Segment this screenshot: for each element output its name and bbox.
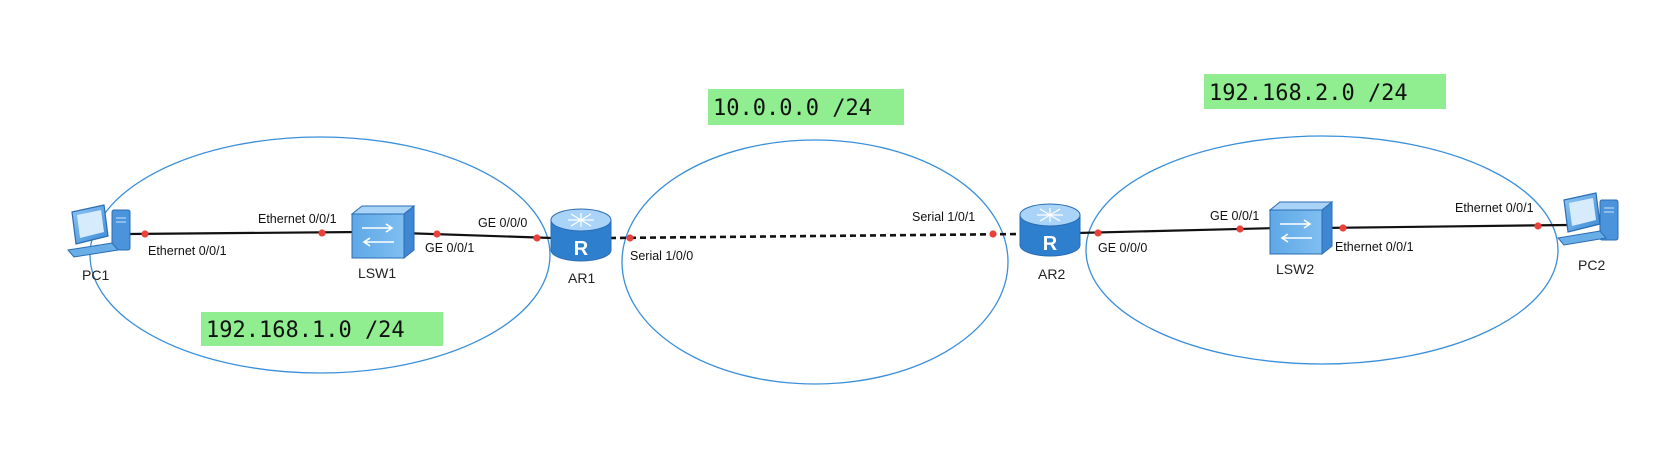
network-label-lan2: 192.168.2.0 /24: [1204, 74, 1446, 109]
device-label-ar2: AR2: [1038, 266, 1065, 282]
port-dot: [626, 234, 634, 242]
port-dot: [318, 229, 326, 237]
device-label-ar1: AR1: [568, 270, 595, 286]
port-dot: [989, 230, 997, 238]
subnet-ring-lan1: [89, 136, 551, 374]
svg-text:R: R: [574, 238, 589, 260]
port-dot: [1094, 229, 1102, 237]
port-label-lsw2-ge001: GE 0/0/1: [1210, 209, 1259, 223]
port-label-pc1: Ethernet 0/0/1: [148, 244, 227, 258]
subnet-ring-wan: [621, 139, 1009, 385]
link-ar2-lsw2: [1076, 226, 1279, 235]
device-lsw1[interactable]: LSW1: [350, 204, 416, 281]
port-dot: [1339, 224, 1347, 232]
port-dot: [433, 230, 441, 238]
port-dot: [1534, 222, 1542, 230]
port-label-lsw2-e001: Ethernet 0/0/1: [1335, 240, 1414, 254]
port-label-lsw1-e001: Ethernet 0/0/1: [258, 212, 337, 226]
switch-icon: [350, 204, 416, 260]
device-ar1[interactable]: R AR1: [550, 208, 612, 286]
port-label-lsw1-ge001: GE 0/0/1: [425, 241, 474, 255]
device-label-lsw2: LSW2: [1276, 261, 1314, 277]
svg-text:R: R: [1043, 233, 1058, 255]
network-label-text: 10.0.0.0 /24: [713, 96, 872, 121]
link-lsw2-pc2: [1319, 223, 1569, 230]
port-dot: [141, 230, 149, 238]
device-label-pc2: PC2: [1578, 257, 1605, 273]
router-icon: R: [1019, 203, 1081, 257]
device-label-lsw1: LSW1: [358, 265, 396, 281]
device-pc2[interactable]: PC2: [1557, 192, 1619, 273]
port-label-ar2-ge000: GE 0/0/0: [1098, 241, 1147, 255]
pc-icon: [1557, 192, 1619, 246]
device-pc1[interactable]: PC1: [67, 204, 131, 283]
device-ar2[interactable]: R AR2: [1019, 203, 1081, 282]
pc-icon: [67, 204, 131, 258]
port-dot: [533, 234, 541, 242]
network-label-text: 192.168.2.0 /24: [1209, 81, 1408, 106]
port-label-ar2-serial: Serial 1/0/1: [912, 210, 975, 224]
port-label-ar1-serial: Serial 1/0/0: [630, 249, 693, 263]
link-lsw1-ar1: [401, 231, 553, 240]
network-label-wan: 10.0.0.0 /24: [708, 89, 904, 125]
device-lsw2[interactable]: LSW2: [1268, 200, 1334, 277]
router-icon: R: [550, 208, 612, 262]
network-label-lan1: 192.168.1.0 /24: [201, 312, 443, 346]
subnet-ring-lan2: [1085, 135, 1559, 365]
link-ar1-ar2: [609, 232, 1024, 240]
port-label-ar1-ge000: GE 0/0/0: [478, 216, 527, 230]
port-dot: [1236, 225, 1244, 233]
device-label-pc1: PC1: [82, 267, 109, 283]
port-label-pc2: Ethernet 0/0/1: [1455, 201, 1534, 215]
switch-icon: [1268, 200, 1334, 256]
network-label-text: 192.168.1.0 /24: [206, 318, 405, 343]
